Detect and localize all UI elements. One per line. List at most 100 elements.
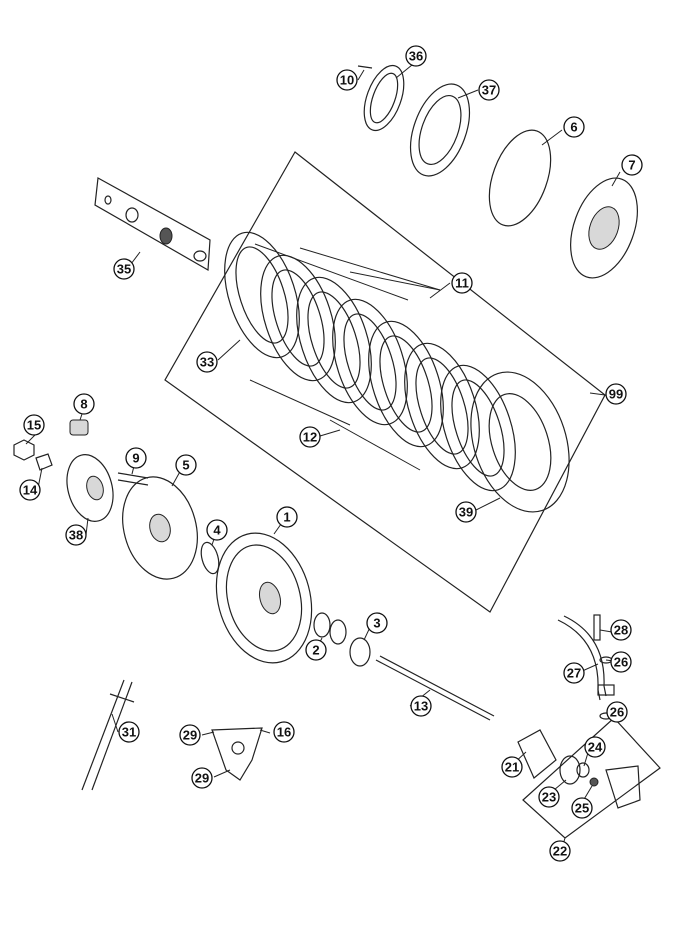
- callout-label: 13: [414, 699, 428, 714]
- callout-part-1-outer-clutch-basket: 1: [276, 506, 298, 528]
- callout-part-31-syringe-tool: 31: [118, 721, 140, 743]
- callout-circle: [276, 506, 298, 528]
- callout-part-29-lower: 29: [191, 767, 213, 789]
- callout-label: 21: [505, 760, 519, 775]
- callout-label: 39: [459, 505, 473, 520]
- callout-label: 37: [482, 83, 496, 98]
- callout-circle: [571, 797, 593, 819]
- callouts: 1234567891011121314151621222324252626272…: [19, 45, 643, 862]
- callout-label: 14: [23, 483, 38, 498]
- callout-circle: [501, 756, 523, 778]
- callout-circle: [175, 454, 197, 476]
- callout-part-39-last-disc: 39: [455, 501, 477, 523]
- callout-label: 10: [340, 73, 354, 88]
- callout-part-4-thrust-washer: 4: [206, 519, 228, 541]
- callout-part-21-gasket: 21: [501, 756, 523, 778]
- callout-label: 28: [614, 623, 628, 638]
- callout-label: 26: [614, 655, 628, 670]
- callout-part-5-inner-clutch-hub: 5: [175, 454, 197, 476]
- disc-set-frame: [164, 151, 606, 613]
- callout-label: 22: [553, 844, 567, 859]
- shaft-parts: [313, 612, 495, 721]
- callout-label: 4: [213, 523, 221, 538]
- callout-part-33-outer-disc: 33: [196, 351, 218, 373]
- callout-label: 26: [610, 705, 624, 720]
- callout-circle: [455, 501, 477, 523]
- callout-label: 38: [69, 528, 83, 543]
- callout-circle: [305, 639, 327, 661]
- gasket-part: [517, 729, 557, 779]
- callout-circle: [125, 447, 147, 469]
- callout-part-16-screw: 16: [273, 721, 295, 743]
- callout-part-12-intermediate-discs: 12: [299, 426, 321, 448]
- callout-part-9-pin: 9: [125, 447, 147, 469]
- callout-part-37-thrust-washer: 37: [478, 79, 500, 101]
- callout-part-3-sleeve: 3: [366, 612, 388, 634]
- callout-part-2-needle-bearing: 2: [305, 639, 327, 661]
- callout-label: 8: [80, 397, 87, 412]
- callout-label: 27: [567, 666, 581, 681]
- callout-part-15-hex-nut: 15: [23, 414, 45, 436]
- callout-part-6-wire-ring: 6: [563, 116, 585, 138]
- callout-circle: [584, 736, 606, 758]
- callout-circle: [113, 258, 135, 280]
- callout-label: 7: [628, 158, 635, 173]
- callout-circle: [605, 383, 627, 405]
- callout-part-25-bleeder: 25: [571, 797, 593, 819]
- syringe-tool: [81, 679, 135, 791]
- hub-parts: [122, 476, 313, 664]
- callout-part-24-o-ring: 24: [584, 736, 606, 758]
- callout-part-26-seal-ring-lower: 26: [606, 701, 628, 723]
- callout-circle: [19, 479, 41, 501]
- callout-circle: [206, 519, 228, 541]
- callout-circle: [23, 414, 45, 436]
- leader-lines: [25, 64, 621, 849]
- callout-circle: [65, 524, 87, 546]
- callout-circle: [299, 426, 321, 448]
- callout-part-7-pressure-cap: 7: [621, 154, 643, 176]
- callout-circle: [538, 786, 560, 808]
- callout-circle: [410, 695, 432, 717]
- callout-circle: [273, 721, 295, 743]
- top-parts: [357, 64, 638, 279]
- callout-circle: [191, 767, 213, 789]
- callout-part-28-banjo-bolt: 28: [610, 619, 632, 641]
- callout-label: 15: [27, 418, 41, 433]
- callout-part-36-axial-bearing: 36: [405, 45, 427, 67]
- slave-cylinder-box: [522, 717, 661, 839]
- callout-label: 29: [195, 771, 209, 786]
- callout-part-10-screw: 10: [336, 69, 358, 91]
- callout-part-8-push-piece: 8: [73, 393, 95, 415]
- callout-circle: [606, 701, 628, 723]
- callout-circle: [179, 724, 201, 746]
- callout-part-13-push-rod: 13: [410, 695, 432, 717]
- callout-circle: [366, 612, 388, 634]
- callout-part-27-clutch-line: 27: [563, 662, 585, 684]
- callout-circle: [336, 69, 358, 91]
- callout-label: 23: [542, 790, 556, 805]
- callout-label: 2: [312, 643, 319, 658]
- callout-part-35-hardware-set: 35: [113, 258, 135, 280]
- bracket-part: [211, 727, 263, 781]
- callout-label: 16: [277, 725, 291, 740]
- callout-label: 24: [588, 740, 603, 755]
- callout-part-11-lining-discs: 11: [451, 272, 473, 294]
- callout-part-26-seal-ring-upper: 26: [610, 651, 632, 673]
- hardware-set-box: [94, 177, 211, 271]
- callout-circle: [610, 619, 632, 641]
- clutch-disc-stack: [224, 231, 570, 513]
- left-parts: [13, 419, 149, 522]
- callout-circle: [73, 393, 95, 415]
- callout-label: 99: [609, 387, 623, 402]
- callout-label: 5: [182, 458, 189, 473]
- callout-part-29-upper: 29: [179, 724, 201, 746]
- callout-label: 36: [409, 49, 423, 64]
- callout-part-22-slave-cylinder: 22: [549, 840, 571, 862]
- callout-circle: [118, 721, 140, 743]
- callout-circle: [451, 272, 473, 294]
- callout-label: 1: [283, 510, 290, 525]
- callout-label: 35: [117, 262, 131, 277]
- callout-part-99-disc-set: 99: [605, 383, 627, 405]
- callout-part-23-piston: 23: [538, 786, 560, 808]
